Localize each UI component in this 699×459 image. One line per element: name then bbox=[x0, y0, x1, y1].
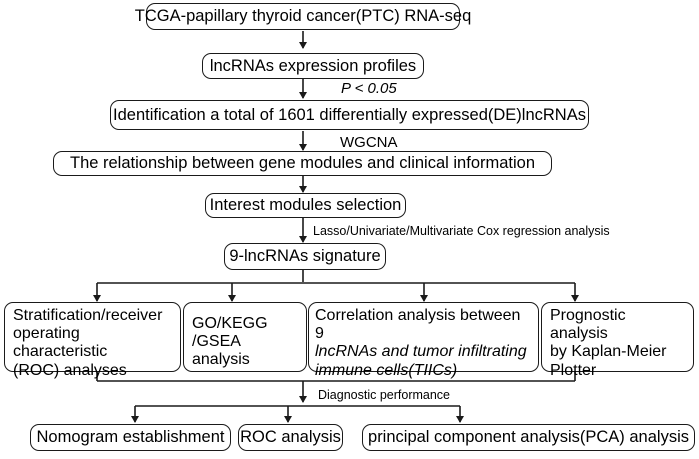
roc-stratification-box: Stratification/receiver operating charac… bbox=[4, 302, 181, 379]
roc-stratification-line-3: (ROC) analyses bbox=[13, 361, 127, 379]
de-text: Identification a total of 1601 different… bbox=[113, 105, 586, 124]
tcga-text: TCGA-papillary thyroid cancer(PTC) RNA-s… bbox=[134, 7, 472, 25]
pvalue-label: P < 0.05 bbox=[341, 80, 397, 97]
roc-analysis-box: ROC analysis bbox=[238, 424, 343, 451]
diagnostic-label: Diagnostic performance bbox=[318, 388, 451, 402]
de-box: Identification a total of 1601 different… bbox=[110, 100, 589, 130]
modules-box: The relationship between gene modules an… bbox=[53, 151, 552, 176]
go-kegg-line-2: /GSEA analysis bbox=[192, 333, 250, 369]
signature-box: 9-lncRNAs signature bbox=[224, 243, 386, 270]
tcga-box: TCGA-papillary thyroid cancer(PTC) RNA-s… bbox=[135, 3, 471, 30]
nomogram-text: Nomogram establishment bbox=[36, 428, 225, 446]
interest-box: Interest modules selection bbox=[205, 193, 406, 218]
signature-text: 9-lncRNAs signature bbox=[229, 247, 381, 265]
prognostic-line-3: Plotter bbox=[550, 361, 597, 379]
wgcna-label: WGCNA bbox=[340, 134, 398, 151]
pca-text: principal component analysis(PCA) analys… bbox=[368, 428, 689, 446]
profiles-box: lncRNAs expression profiles bbox=[202, 53, 424, 79]
roc-stratification-line-2: operating characteristic bbox=[13, 325, 108, 361]
prognostic-box: Prognostic analysis by Kaplan-Meier Plot… bbox=[541, 302, 694, 379]
go-kegg-line-1: GO/KEGG bbox=[192, 315, 268, 332]
correlation-line-2: lncRNAs and tumor infiltrating bbox=[315, 343, 527, 361]
go-kegg-box: GO/KEGG /GSEA analysis bbox=[183, 302, 307, 372]
prognostic-line-1: Prognostic analysis bbox=[550, 307, 626, 343]
interest-text: Interest modules selection bbox=[209, 196, 402, 214]
correlation-line-1: Correlation analysis between 9 bbox=[315, 307, 521, 343]
correlation-line-3: immune cells(TIICs) bbox=[315, 361, 458, 379]
profiles-text: lncRNAs expression profiles bbox=[209, 56, 417, 75]
roc-stratification-line-1: Stratification/receiver bbox=[13, 307, 163, 324]
prognostic-line-2: by Kaplan-Meier bbox=[550, 343, 667, 361]
pca-box: principal component analysis(PCA) analys… bbox=[362, 424, 695, 451]
lasso-label: Lasso/Univariate/Multivariate Cox regres… bbox=[313, 224, 610, 238]
correlation-box: Correlation analysis between 9 lncRNAs a… bbox=[308, 302, 539, 379]
modules-text: The relationship between gene modules an… bbox=[69, 154, 536, 172]
roc-analysis-text: ROC analysis bbox=[240, 428, 341, 446]
nomogram-box: Nomogram establishment bbox=[30, 424, 231, 451]
